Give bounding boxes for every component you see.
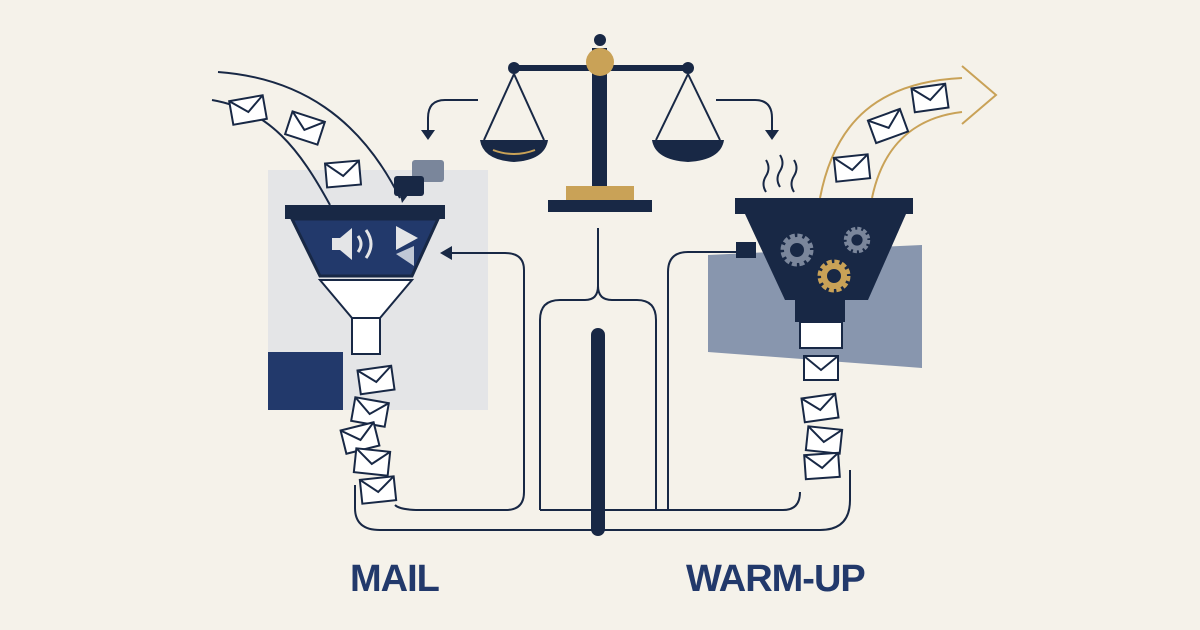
arrow-icon: [440, 246, 452, 260]
envelope-icon: [358, 475, 398, 505]
left-funnel: [285, 205, 445, 355]
steam-icon: [762, 154, 798, 193]
envelope-icon: [352, 447, 392, 477]
right-outgoing-ribbon: [819, 65, 998, 199]
mail-label: MAIL: [350, 558, 440, 600]
envelope-icon: [324, 159, 362, 189]
envelope-icon: [356, 364, 396, 396]
envelope-icon: [803, 355, 839, 381]
envelope-icon: [910, 82, 950, 114]
chat-bubble-icon: [394, 160, 444, 203]
left-navy-square: [268, 352, 343, 410]
right-envelope-stack: [800, 355, 844, 481]
speaker-icon: [332, 228, 373, 260]
warm-up-label: WARM-UP: [686, 558, 866, 600]
envelope-icon: [284, 110, 326, 146]
envelope-icon: [228, 94, 268, 126]
play-icon: [396, 226, 418, 266]
arrow-icon: [765, 130, 779, 140]
envelope-icon: [800, 392, 840, 424]
center-pole: [591, 328, 605, 536]
right-funnel: [735, 198, 913, 349]
envelope-icon: [832, 153, 872, 183]
envelope-icon: [803, 451, 841, 481]
envelope-icon: [804, 425, 844, 455]
scale-icon: [480, 34, 724, 212]
arrow-icon: [421, 130, 435, 140]
